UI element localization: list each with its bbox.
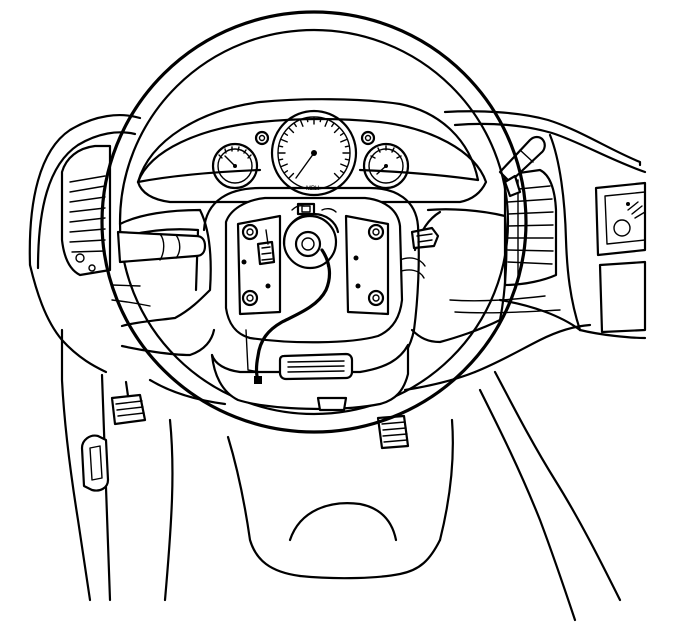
parking-brake-pedal (110, 380, 147, 426)
speedometer-tick (284, 132, 289, 136)
speedometer-tick (344, 158, 350, 161)
hood-release-handle (80, 434, 110, 492)
speedometer-tick (339, 132, 344, 136)
speedometer-tick (331, 123, 335, 128)
steering-wheel (100, 10, 528, 434)
speedometer-tick (299, 119, 304, 127)
radio-head-unit (594, 181, 647, 334)
speedometer-tick (280, 163, 288, 168)
speedometer-tick (293, 123, 297, 128)
airbag-wire (245, 248, 332, 384)
left-air-vent (60, 144, 112, 277)
speedometer-tick (278, 158, 284, 161)
speedometer-tick (278, 145, 284, 148)
right-air-vent (503, 168, 558, 287)
speedometer-tick (340, 163, 348, 168)
turn-signal-stalk (498, 135, 546, 198)
speedometer-tick (340, 138, 348, 143)
speedometer-tick (324, 119, 329, 127)
speedometer-tick (333, 127, 340, 134)
speedometer-tick (288, 127, 295, 134)
speedometer-tick (344, 145, 350, 148)
speedometer-tick (333, 172, 340, 179)
speedometer-tick (288, 172, 295, 179)
steering-column-hub (224, 196, 404, 344)
instrument-cluster: MPH (136, 98, 480, 197)
speedometer-tick (284, 170, 289, 174)
speedometer-tick (280, 138, 288, 143)
horn-pad-button (278, 352, 354, 381)
speedometer-tick (339, 170, 344, 174)
